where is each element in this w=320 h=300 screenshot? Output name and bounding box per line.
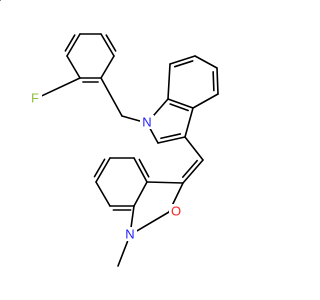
bond-a5-CH2	[100, 77, 123, 117]
bond-i3a-i3	[184, 107, 194, 138]
bond-a6-a1-inner	[105, 34, 117, 52]
bond-i6-i5	[194, 55, 218, 69]
bond-a2-a3-inner	[64, 34, 76, 52]
bond-a5-a6	[100, 55, 115, 79]
bond-i7-i6	[169, 55, 196, 65]
atom-label-nitrogen-oxindole: N	[125, 226, 134, 241]
bond-i7a-i3a	[167, 98, 194, 109]
bond-b6-N2	[130, 205, 135, 229]
bond-o3-b1	[146, 181, 184, 184]
bond-b1-b6	[133, 181, 148, 207]
bond-N2-Me	[117, 240, 129, 267]
bond-i7-i6-inner	[173, 60, 194, 68]
bond-a2-a3	[66, 33, 81, 57]
bond-N2-o2	[135, 211, 170, 233]
bond-b3-b4	[95, 157, 111, 183]
label-bg-oxygen	[169, 204, 183, 218]
label-bg-nitrogen-top	[140, 115, 154, 129]
bond-m-o3	[182, 159, 204, 184]
atom-label-oxygen: O	[171, 203, 181, 218]
bond-a3-a4	[66, 55, 81, 79]
bond-i3-i2	[157, 136, 186, 144]
bond-a6-a1	[100, 33, 115, 57]
bond-i4-i3a	[192, 93, 219, 109]
bond-b3-b4-inner	[93, 158, 106, 178]
bond-CH2-N1	[121, 115, 142, 122]
bond-i3-m	[184, 136, 204, 161]
molecule-structure: F N N O	[0, 0, 219, 267]
bond-b1-b2	[133, 157, 148, 183]
bond-i5-i4-inner	[212, 70, 215, 92]
label-bg-nitrogen-bottom	[123, 227, 137, 241]
bond-b4-b5	[95, 181, 111, 207]
label-bg-fluorine	[28, 91, 42, 105]
bond-i3-i2-inner	[160, 133, 182, 140]
bond-m-o3-inner	[181, 159, 198, 178]
bond-b1-b2-inner	[138, 158, 150, 178]
bond-N1-i7a	[150, 98, 169, 119]
bond-a4-F	[40, 77, 81, 97]
atom-label-fluorine: F	[31, 90, 39, 105]
bond-layer	[0, 0, 219, 267]
bond-i7a-i7	[167, 63, 171, 100]
bond-i7a-i3a-inner	[169, 103, 189, 112]
atom-label-nitrogen-indole: N	[142, 114, 151, 129]
atom-label-layer: F N N O	[28, 90, 183, 241]
molecule-canvas: F N N O	[0, 0, 219, 267]
bond-i2-N1	[149, 128, 159, 144]
bond-i5-i4	[216, 67, 219, 95]
